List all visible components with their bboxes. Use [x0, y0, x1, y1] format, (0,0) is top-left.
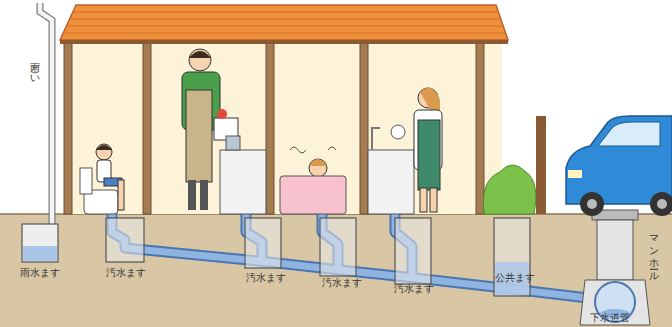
gutter-label: 雨どい	[29, 55, 39, 80]
house-wall	[66, 40, 502, 214]
pillars	[64, 40, 484, 214]
manhole-label: マンホール	[648, 228, 658, 277]
car	[566, 116, 672, 216]
basin-label: 汚水ます	[106, 268, 146, 278]
pipe-label: 下水道管	[590, 313, 630, 323]
ground	[0, 214, 672, 327]
sewage-basins	[106, 218, 530, 296]
washing-machine	[220, 150, 266, 214]
basin-label: 汚水ます	[394, 284, 434, 294]
bathtub	[280, 147, 346, 214]
bush	[483, 165, 535, 214]
drain-pipe	[112, 214, 605, 300]
mother	[368, 88, 442, 215]
basin-label: 雨水ます	[20, 268, 60, 278]
manhole	[580, 210, 650, 325]
rainwater-basin	[22, 224, 58, 262]
roof-lines	[65, 12, 505, 33]
basin-label: 汚水ます	[322, 278, 362, 288]
basin-label: 汚水ます	[246, 273, 286, 283]
rain-gutter	[40, 3, 52, 232]
roof	[60, 5, 508, 40]
post	[536, 116, 546, 214]
child-on-toilet	[80, 144, 124, 214]
basin-label: 公共ます	[495, 273, 535, 283]
